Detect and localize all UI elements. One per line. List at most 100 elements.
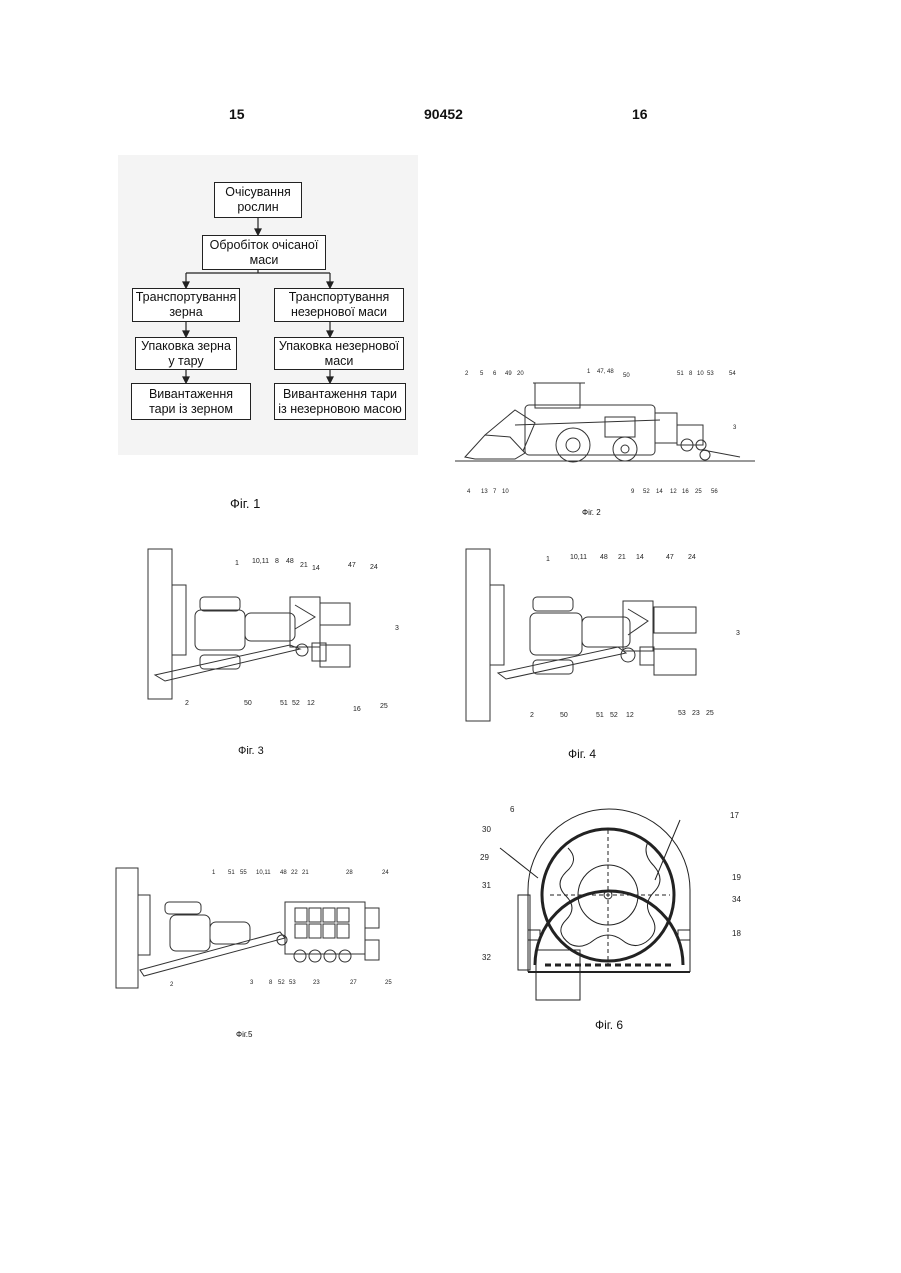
- fig2-drawing: 256 49201 47, 485051 81053 543 4137 1095…: [455, 365, 755, 505]
- fig4-labels: 110,1148 211447 2432 505152 125323 25: [530, 554, 740, 719]
- svg-text:23: 23: [692, 710, 700, 717]
- svg-text:31: 31: [482, 881, 491, 890]
- fig1-caption: Фіг. 1: [230, 496, 260, 511]
- svg-text:52: 52: [610, 712, 618, 719]
- svg-text:8: 8: [275, 558, 279, 565]
- svg-text:25: 25: [706, 710, 714, 717]
- fig5-drawing: 15155 10,114822 212824 238 525323 2725: [110, 860, 405, 995]
- svg-text:9: 9: [631, 489, 635, 495]
- svg-text:55: 55: [240, 870, 247, 876]
- belt: [535, 891, 683, 965]
- svg-text:27: 27: [350, 980, 357, 986]
- svg-text:29: 29: [480, 853, 489, 862]
- page-number-left: 15: [229, 106, 245, 122]
- box-pack-nongrain: Упаковка незернової маси: [274, 337, 404, 370]
- svg-text:19: 19: [732, 873, 741, 882]
- fig5-labels: 15155 10,114822 212824 238 525323 2725: [170, 870, 392, 988]
- fig2-caption: Фіг. 2: [582, 508, 601, 517]
- svg-text:16: 16: [682, 489, 689, 495]
- header-unit: [465, 435, 525, 459]
- packer-unit: [677, 425, 703, 445]
- svg-text:20: 20: [517, 371, 524, 377]
- svg-text:3: 3: [395, 625, 399, 632]
- svg-text:4: 4: [467, 489, 471, 495]
- svg-text:51: 51: [596, 712, 604, 719]
- svg-text:51: 51: [280, 700, 288, 707]
- svg-text:21: 21: [300, 562, 308, 569]
- svg-text:53: 53: [678, 710, 686, 717]
- svg-text:10,11: 10,11: [252, 558, 269, 565]
- svg-text:5: 5: [480, 371, 484, 377]
- box-unload-nongrain: Вивантаження тари із незерновою масою: [274, 383, 406, 420]
- svg-text:49: 49: [505, 371, 512, 377]
- svg-text:24: 24: [688, 554, 696, 561]
- svg-text:7: 7: [493, 489, 497, 495]
- svg-text:3: 3: [733, 425, 737, 431]
- svg-text:25: 25: [695, 489, 702, 495]
- unit-24: [320, 603, 350, 625]
- combine-body: [195, 610, 245, 650]
- box-transport-grain: Транспортування зерна: [132, 288, 240, 322]
- svg-text:53: 53: [707, 371, 714, 377]
- svg-text:10,11: 10,11: [570, 554, 587, 561]
- svg-text:28: 28: [346, 870, 353, 876]
- svg-text:47: 47: [348, 562, 356, 569]
- fig4-drawing: 110,1148 211447 2432 505152 125323 25: [458, 545, 748, 730]
- svg-text:1: 1: [212, 870, 216, 876]
- svg-text:6: 6: [493, 371, 497, 377]
- svg-text:51: 51: [677, 371, 684, 377]
- fig6-drawing: 63029 313217 193418: [470, 800, 750, 1015]
- svg-text:10: 10: [697, 371, 704, 377]
- svg-text:22: 22: [291, 870, 298, 876]
- svg-text:10: 10: [502, 489, 509, 495]
- svg-text:24: 24: [370, 564, 378, 571]
- box-transport-nongrain: Транспортування незернової маси: [274, 288, 404, 322]
- svg-text:56: 56: [711, 489, 718, 495]
- svg-text:17: 17: [730, 811, 739, 820]
- svg-text:1: 1: [546, 556, 550, 563]
- svg-text:48: 48: [286, 558, 294, 565]
- unit-25: [320, 645, 350, 667]
- svg-text:53: 53: [289, 980, 296, 986]
- svg-text:30: 30: [482, 825, 491, 834]
- svg-text:48: 48: [600, 554, 608, 561]
- svg-text:8: 8: [269, 980, 273, 986]
- page-number-right: 16: [632, 106, 648, 122]
- box-processing: Обробіток очісаної маси: [202, 235, 326, 270]
- svg-text:3: 3: [736, 630, 740, 637]
- svg-text:16: 16: [353, 706, 361, 713]
- label: 2: [465, 371, 469, 377]
- combine-body: [530, 613, 582, 655]
- fig3-caption: Фіг. 3: [238, 745, 264, 757]
- fig1-flowchart: Очісування рослин Обробіток очісаної мас…: [118, 155, 418, 455]
- svg-text:10,11: 10,11: [256, 870, 271, 876]
- svg-text:24: 24: [382, 870, 389, 876]
- container-unit: [285, 902, 365, 954]
- cab: [535, 383, 580, 408]
- svg-text:52: 52: [643, 489, 650, 495]
- patent-number: 90452: [424, 106, 463, 122]
- svg-text:47, 48: 47, 48: [597, 369, 614, 375]
- nongrain-bales: [294, 950, 351, 962]
- drum-rotor: [560, 842, 660, 946]
- header-bar: [466, 549, 490, 721]
- grain-containers: [295, 908, 349, 938]
- front-wheel: [556, 428, 590, 462]
- box-cleaning: Очісування рослин: [214, 182, 302, 218]
- box-pack-grain: Упаковка зерна у тару: [135, 337, 237, 370]
- fig3-labels: 110,118 482114 47243 25051 521216 25: [185, 558, 399, 713]
- svg-text:14: 14: [312, 565, 320, 572]
- fig2-labels: 256 49201 47, 485051 81053 543 4137 1095…: [465, 369, 737, 495]
- fig6-caption: Фіг. 6: [595, 1018, 623, 1032]
- svg-text:48: 48: [280, 870, 287, 876]
- fig5-caption: Фіг.5: [236, 1030, 252, 1039]
- svg-text:54: 54: [729, 371, 736, 377]
- svg-text:32: 32: [482, 953, 491, 962]
- svg-text:14: 14: [636, 554, 644, 561]
- unit-25: [654, 649, 696, 675]
- svg-text:47: 47: [666, 554, 674, 561]
- rear-wheel: [613, 437, 637, 461]
- svg-text:52: 52: [292, 700, 300, 707]
- svg-text:2: 2: [170, 982, 174, 988]
- svg-text:1: 1: [587, 369, 591, 375]
